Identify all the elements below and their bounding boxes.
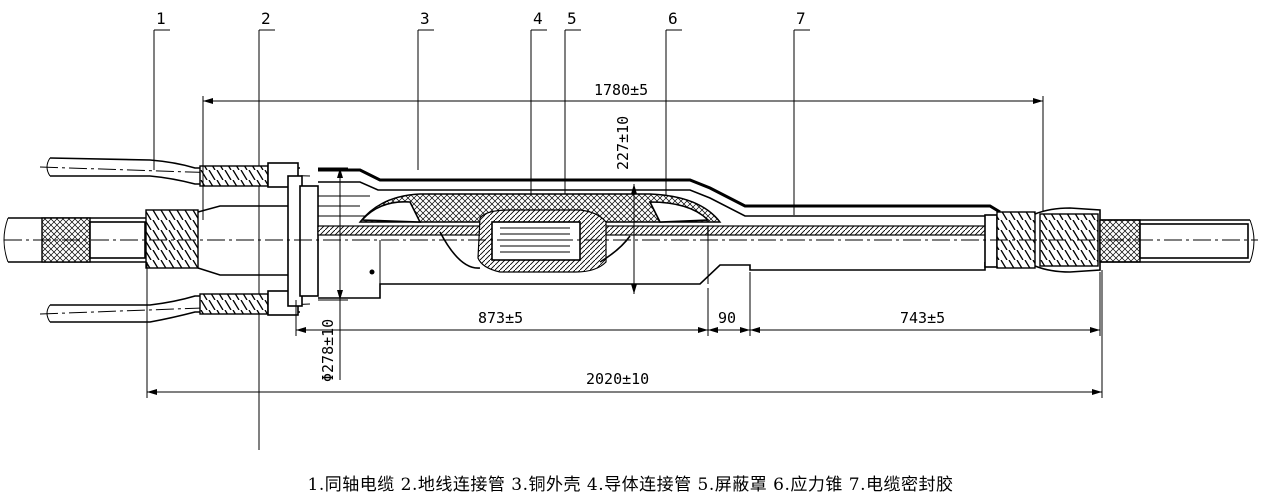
dim-1780: 1780±5 <box>594 81 648 99</box>
coaxial-cable-top <box>39 157 311 188</box>
callout-3: 3 <box>420 9 430 28</box>
dim-743: 743±5 <box>900 309 945 327</box>
dim-227: 227±10 <box>614 116 632 170</box>
conductor-connector <box>369 209 631 275</box>
callout-4: 4 <box>533 9 543 28</box>
copper-housing <box>317 168 1001 299</box>
callout-5: 5 <box>567 9 577 28</box>
dim-873: 873±5 <box>478 309 523 327</box>
dim-2020: 2020±10 <box>586 370 649 388</box>
callout-2: 2 <box>261 9 271 28</box>
dim-278: Φ278±10 <box>319 319 337 382</box>
callout-6: 6 <box>668 9 678 28</box>
dim-90: 90 <box>718 309 736 327</box>
main-cable-left <box>3 175 319 307</box>
dimension-lines <box>146 96 1103 398</box>
parts-legend: 1.同轴电缆 2.地线连接管 3.铜外壳 4.导体连接管 5.屏蔽罩 6.应力锥… <box>307 475 954 495</box>
callout-7: 7 <box>796 9 806 28</box>
coaxial-cable-bottom <box>39 290 311 323</box>
callout-leaders <box>153 29 810 450</box>
stress-cone <box>358 193 722 223</box>
callout-1: 1 <box>156 9 166 28</box>
